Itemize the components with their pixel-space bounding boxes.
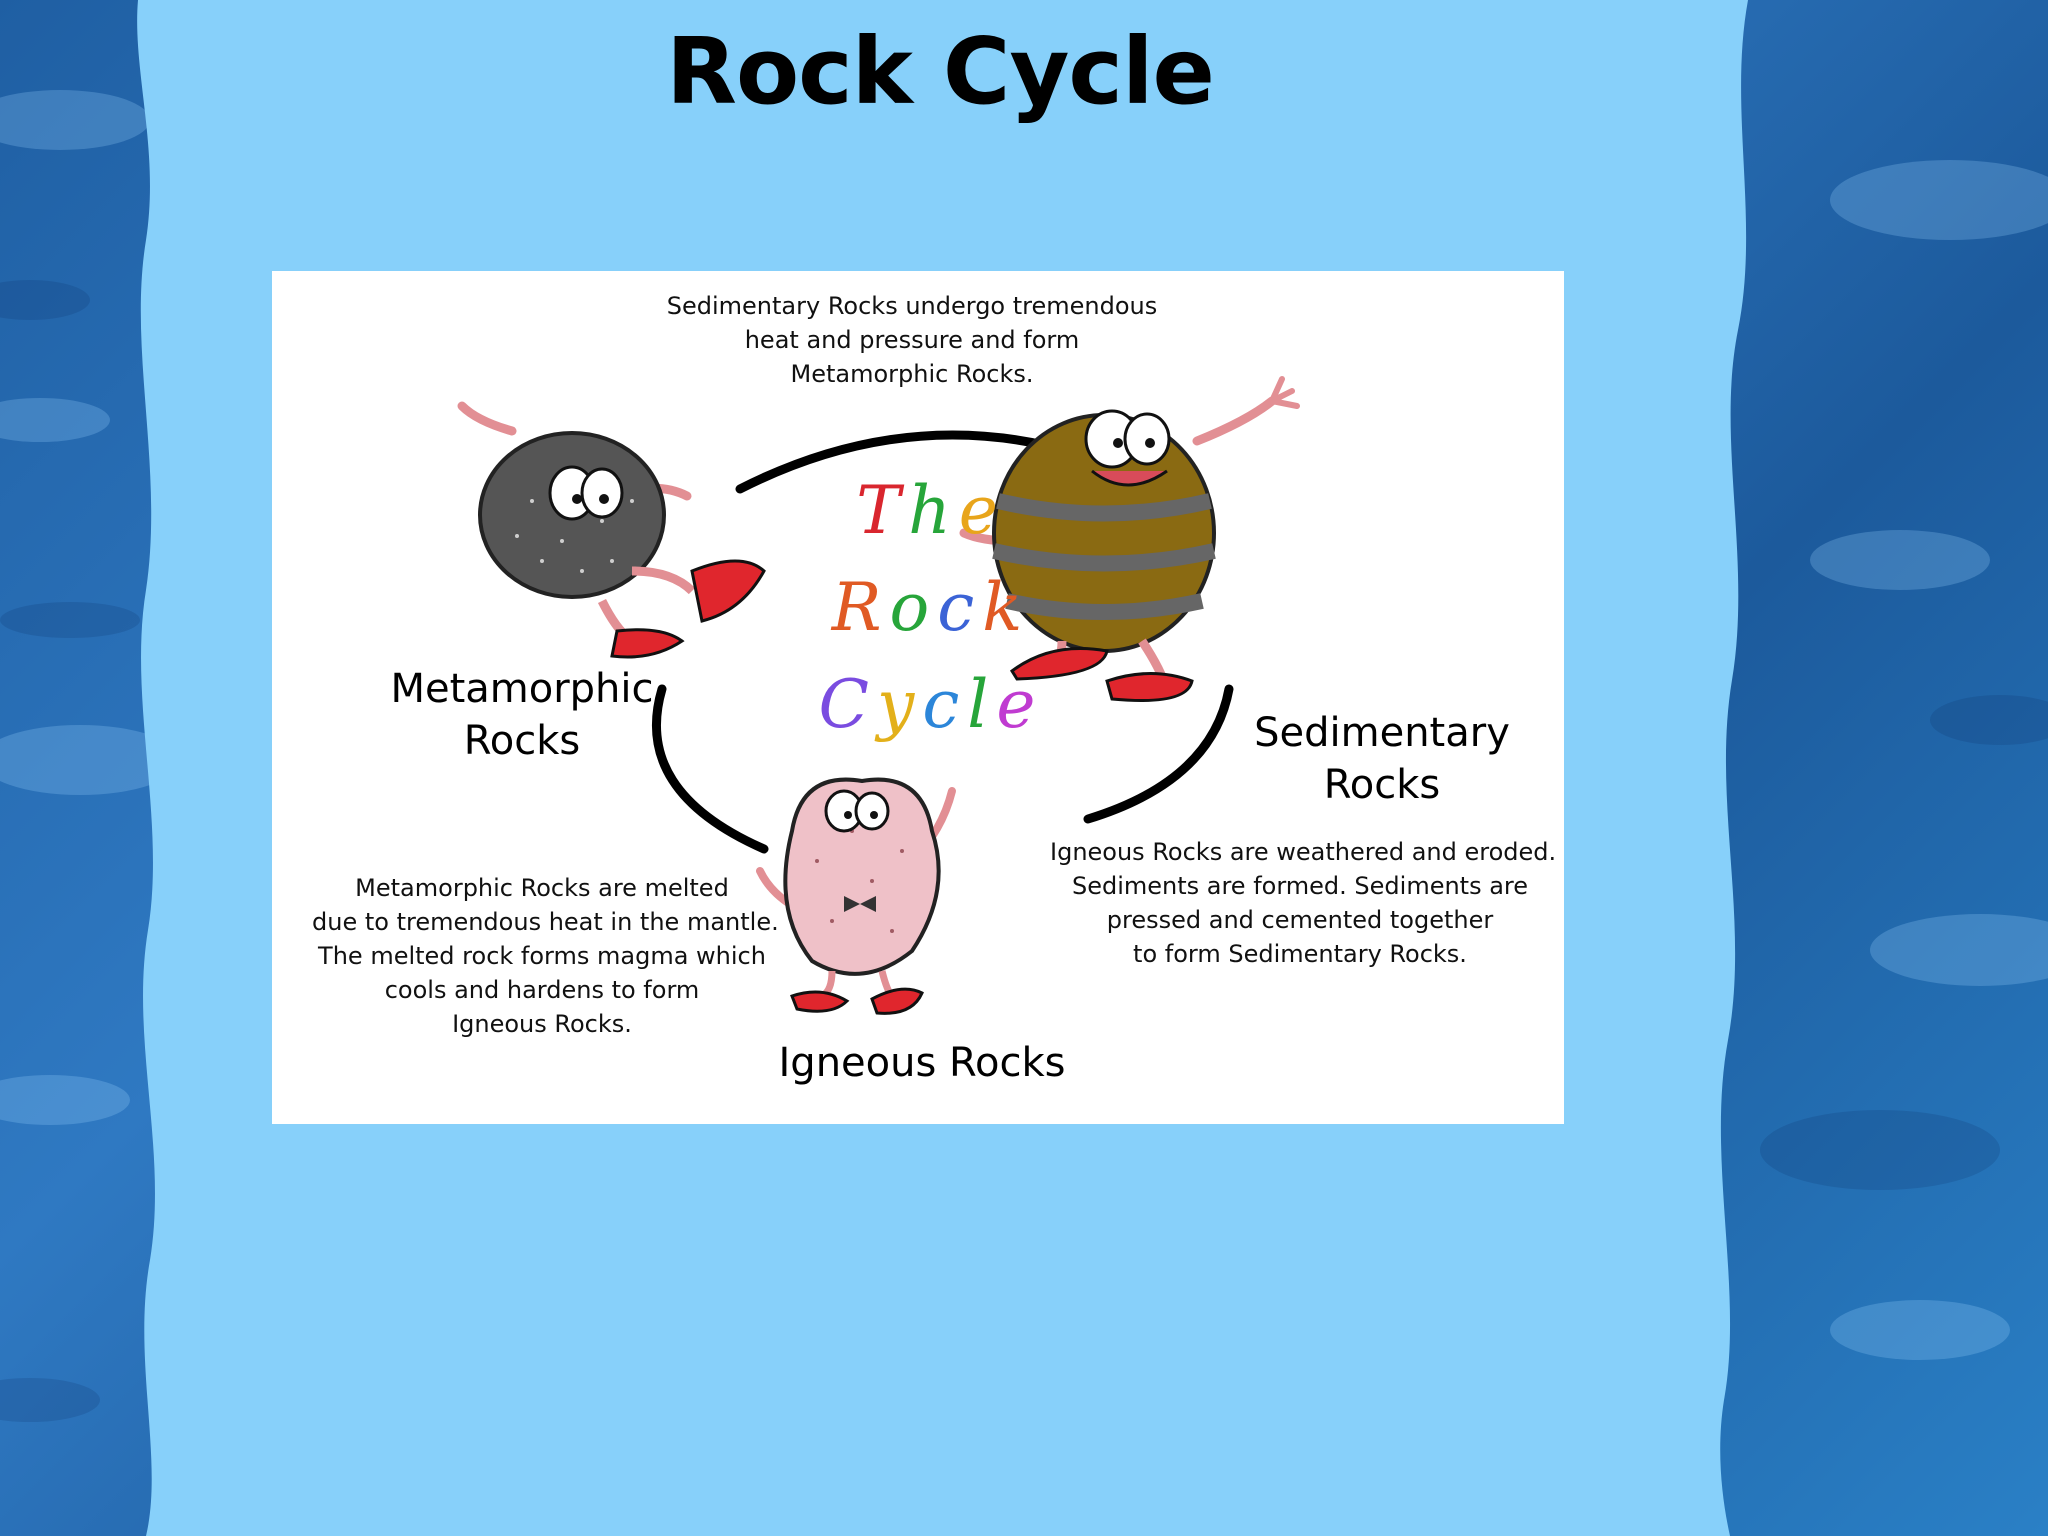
slide-title: Rock Cycle <box>666 18 1215 125</box>
center-title-letter: R <box>831 569 882 646</box>
center-title-letter: T <box>856 472 901 549</box>
label-sedimentary-rocks: Sedimentary Rocks <box>1232 707 1532 811</box>
center-title-letter: y <box>877 666 915 743</box>
label-igneous-rocks: Igneous Rocks <box>772 1037 1072 1089</box>
sedimentary-rock-character <box>959 376 1300 703</box>
caption-sedimentary-to-metamorphic: Sedimentary Rocks undergo tremendous hea… <box>632 289 1192 391</box>
arc-igneous-to-sedimentary <box>1083 684 1234 824</box>
center-title-letter: C <box>818 666 870 743</box>
caption-line: Metamorphic Rocks are melted <box>355 874 729 902</box>
label-line: Rocks <box>463 718 581 764</box>
label-metamorphic-rocks: Metamorphic Rocks <box>362 663 682 767</box>
caption-line: Metamorphic Rocks. <box>790 360 1034 388</box>
caption-metamorphic-to-igneous: Metamorphic Rocks are melted due to trem… <box>312 871 779 1041</box>
center-title-letter: h <box>908 472 951 549</box>
label-line: Sedimentary <box>1254 710 1510 756</box>
caption-line: Sedimentary Rocks undergo tremendous <box>666 292 1158 320</box>
caption-line: The melted rock forms magma which <box>318 942 766 970</box>
igneous-rock-body <box>783 777 941 976</box>
label-line: Igneous Rocks <box>778 1040 1066 1086</box>
caption-line: pressed and cemented together <box>1106 906 1494 934</box>
label-line: Metamorphic <box>390 666 654 712</box>
center-title-letter: o <box>889 569 930 646</box>
caption-line: due to tremendous heat in the mantle. <box>312 908 779 936</box>
arc-metamorphic-to-igneous <box>651 684 769 854</box>
caption-line: to form Sedimentary Rocks. <box>1133 940 1467 968</box>
rock-cycle-figure: Sedimentary Rocks undergo tremendous hea… <box>272 271 1564 1124</box>
caption-line: Igneous Rocks. <box>452 1010 632 1038</box>
center-title-letter: c <box>937 569 975 646</box>
igneous-rock-character <box>756 777 956 1015</box>
caption-line: Sediments are formed. Sediments are <box>1071 872 1529 900</box>
caption-line: heat and pressure and form <box>744 326 1080 354</box>
center-title-letter: k <box>982 569 1023 646</box>
center-title-letter: c <box>922 666 960 743</box>
caption-line: cools and hardens to form <box>384 976 700 1004</box>
label-line: Rocks <box>1323 762 1441 808</box>
center-title-letter: e <box>996 666 1036 743</box>
caption-igneous-to-sedimentary: Igneous Rocks are weathered and eroded. … <box>1050 835 1557 971</box>
center-title-letter: l <box>967 666 989 743</box>
caption-line: Igneous Rocks are weathered and eroded. <box>1050 838 1557 866</box>
rock-cycle-art <box>457 376 1300 1015</box>
center-title-letter: e <box>958 472 998 549</box>
metamorphic-rock-character <box>457 401 766 659</box>
